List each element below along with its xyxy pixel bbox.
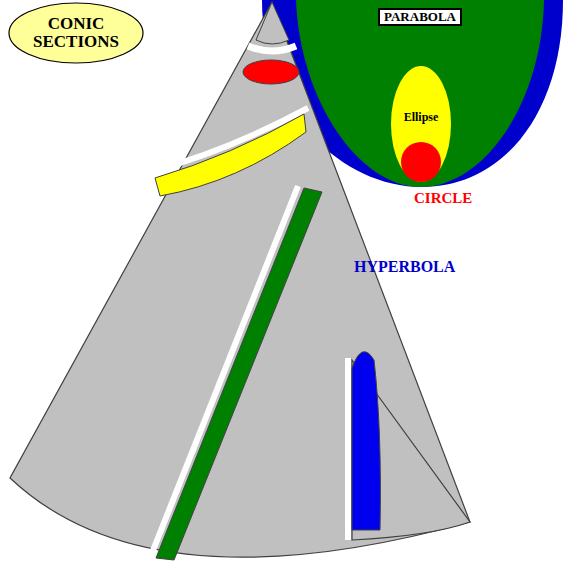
tip-cut <box>248 46 296 51</box>
circle-label: CIRCLE <box>414 190 472 207</box>
circle-shape <box>401 142 441 182</box>
parabola-region: PARABOLA Ellipse <box>296 0 544 187</box>
hyperbola-cut <box>345 358 351 540</box>
ellipse-section <box>155 114 306 196</box>
hyperbola-section <box>352 352 380 530</box>
hyperbola-label: HYPERBOLA <box>354 258 455 276</box>
node-text: PARABOLA <box>378 8 462 26</box>
node-text: Ellipse <box>391 110 451 125</box>
node-text: CONIC SECTIONS <box>28 15 124 51</box>
ellipse-region: Ellipse <box>391 66 451 182</box>
cone-body <box>10 2 470 557</box>
parabola-section <box>156 188 322 560</box>
cone-tip <box>256 2 289 44</box>
title-ellipse: CONIC SECTIONS <box>8 2 144 64</box>
parabola-cut <box>150 186 298 558</box>
circle-section <box>243 60 299 84</box>
